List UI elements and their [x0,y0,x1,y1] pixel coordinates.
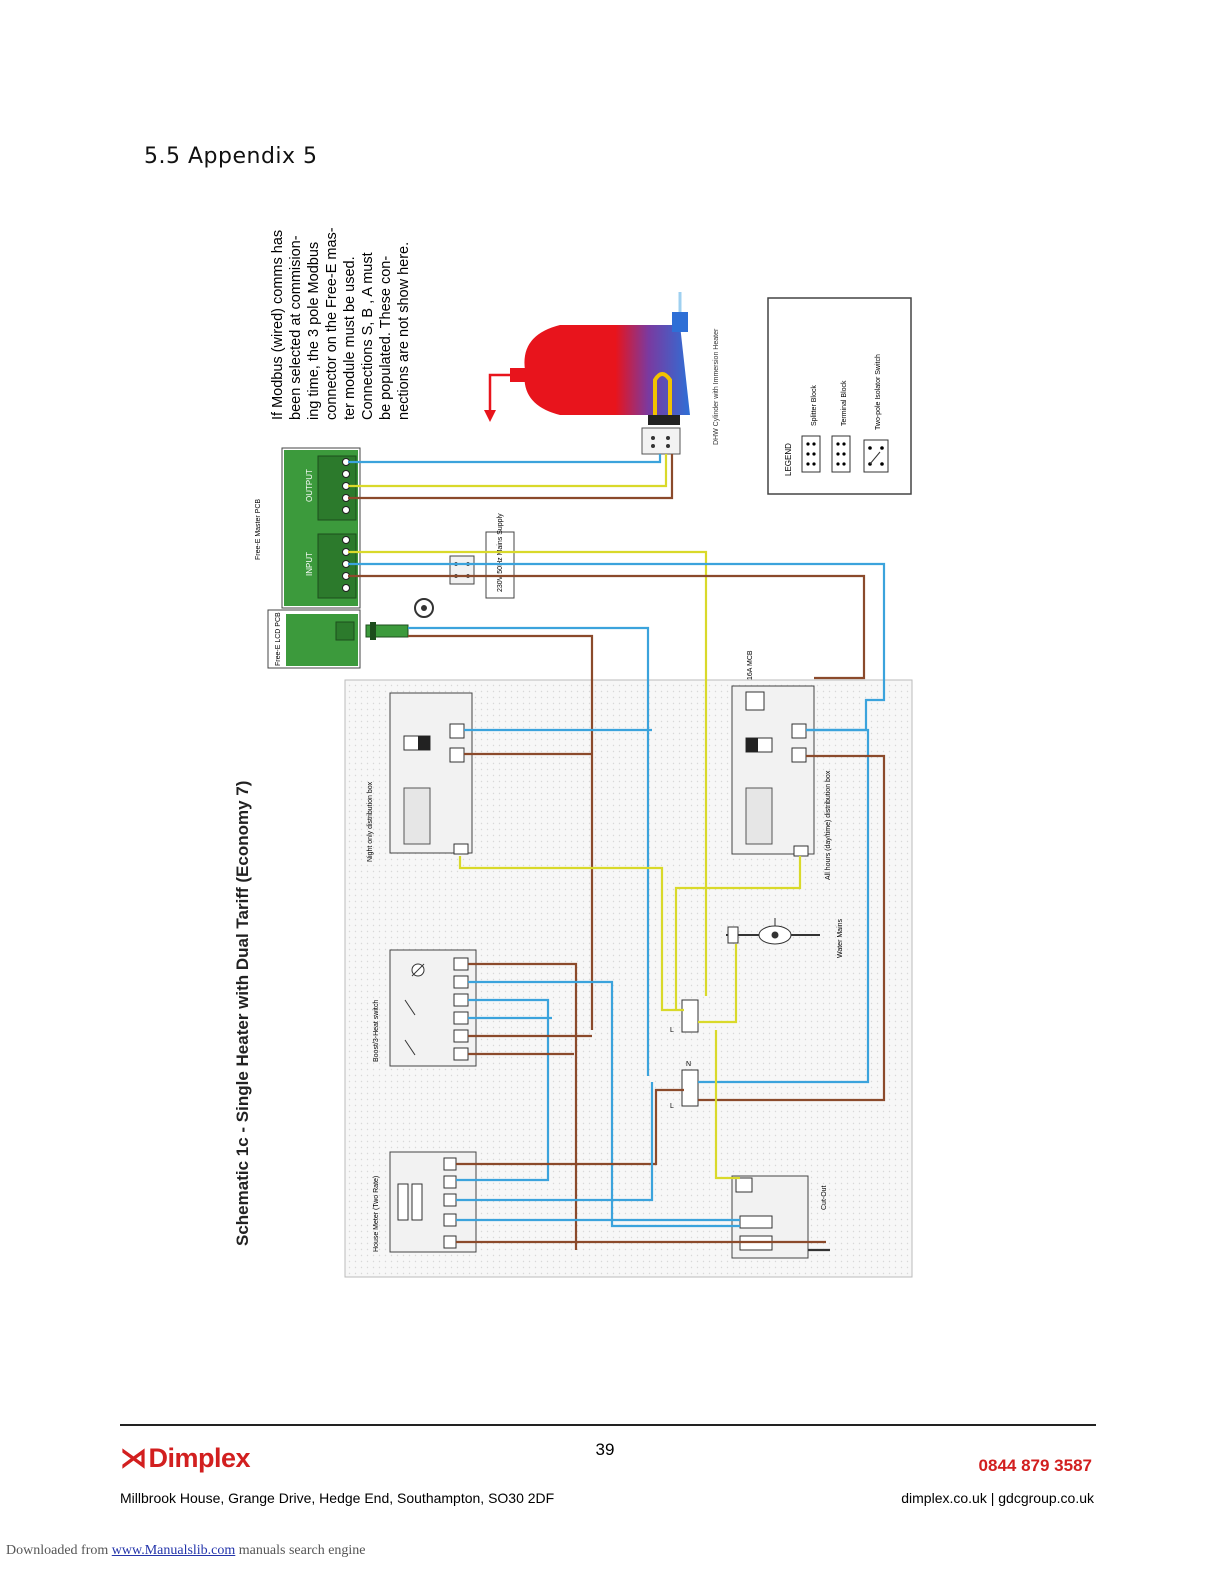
wire-boost-1 [468,962,578,1250]
wiring [348,454,886,1252]
note-line-5: ter module must be used. [342,256,358,420]
download-suffix: manuals search engine [238,1543,366,1558]
wire-allhours-live [698,754,886,1102]
brand-name: Dimplex [148,1443,251,1473]
house-meter-label: House Meter (Two Rate) [373,1176,380,1252]
terminal-upper-l: L [670,1027,674,1034]
schematic-title: Schematic 1c - Single Heater with Dual T… [233,781,252,1246]
wire-cutout-earth [714,1030,740,1180]
footer-rule [120,1424,1096,1426]
legend-box: LEGEND Splitter Block Terminal Block Two… [767,297,912,495]
all-hours-label: All hours (day/time) distribution box [825,770,832,880]
fused-spur [414,598,434,618]
water-mains: Water Mains [726,918,844,958]
note-line-4: connector on the Free-E mas- [324,227,340,420]
wire-output-neutral [348,454,662,464]
dhw-cylinder: DHW Cylinder with Immersion Heater [484,292,720,455]
isolator-switch [449,555,475,585]
wire-lcd-neutral [408,626,650,1076]
wire-output-earth [348,454,668,488]
wire-boost-2 [468,980,740,1228]
wire-allhours-earth [674,856,802,1010]
boost-switch: Boost/3-Heat switch [373,949,477,1067]
legend-splitter-label: Splitter Block [811,385,818,426]
house-meter: House Meter (Two Rate) [373,1151,477,1253]
wire-input-earth [348,550,708,996]
legend-terminal-label: Terminal Block [841,380,848,426]
note-line-8: nections are not show here. [396,242,412,420]
terminal-lower-l: L [670,1103,674,1110]
wire-night-earth [458,856,684,1012]
wire-water-earth [698,944,738,1024]
mcb-label: 16A MCB [747,650,754,680]
wire-lcd-live [408,634,594,1030]
note-line-3: ing time, the 3 pole Modbus [306,242,322,420]
modbus-note: If Modbus (wired) comms has been selecte… [270,227,412,420]
lcd-connector [365,622,409,640]
night-only-box: Night only distribution box [367,692,473,862]
cylinder-label: DHW Cylinder with Immersion Heater [713,328,720,445]
legend-title: LEGEND [784,443,793,476]
mains-supply: 230V 50Hz Mains Supply [485,513,515,599]
note-line-6: Connections S, B , A must [360,252,376,420]
wire-output-live [348,454,674,500]
master-pcb-label: Free-E Master PCB [255,499,262,560]
wiring-diagram: If Modbus (wired) comms has been selecte… [233,227,913,1278]
terminal-block-lower: N L [670,1061,699,1110]
terminal-lower-n: N [686,1061,691,1068]
dimplex-logo-icon: ⋊ [120,1443,147,1473]
cut-out-label: Cut-Out [821,1185,828,1210]
output-label: OUTPUT [305,469,314,502]
download-prefix: Downloaded from [6,1543,109,1558]
website-text: dimplex.co.uk | gdcgroup.co.uk [901,1490,1094,1506]
master-pcb: OUTPUT INPUT Free-E Master PCB [255,447,361,609]
wire-input-live [348,574,866,680]
all-hours-box: 16A MCB All hours (day/time) distributio… [731,650,832,880]
input-label: INPUT [305,552,314,576]
manualslib-link[interactable]: www.Manualslib.com [111,1543,236,1558]
night-only-label: Night only distribution box [367,781,374,862]
wire-boost-3 [456,998,550,1182]
note-line-7: be populated. These con- [378,256,394,420]
section-title: 5.5 Appendix 5 [144,144,318,169]
terminal-block-upper: L [670,999,699,1034]
note-line-1: If Modbus (wired) comms has [270,230,286,420]
wire-allhours-neutral [698,728,870,1084]
phone-number: 0844 879 3587 [978,1456,1092,1475]
wire-meter-1 [456,1088,684,1166]
wire-meter-2 [456,1082,654,1202]
note-line-2: been selected at commision- [288,235,304,420]
water-mains-label: Water Mains [837,918,844,958]
lcd-pcb-label: Free-E LCD PCB [275,612,282,666]
legend-isolator-label: Two-pole Isolator Switch [875,354,882,430]
lcd-pcb: Free-E LCD PCB [267,609,361,669]
dimplex-logo: ⋊Dimplex [120,1443,251,1474]
page-number: 39 [595,1440,615,1459]
boost-switch-label: Boost/3-Heat switch [373,1000,380,1062]
company-address: Millbrook House, Grange Drive, Hedge End… [120,1490,555,1506]
download-note: Downloaded from www.Manualslib.com manua… [6,1543,366,1559]
